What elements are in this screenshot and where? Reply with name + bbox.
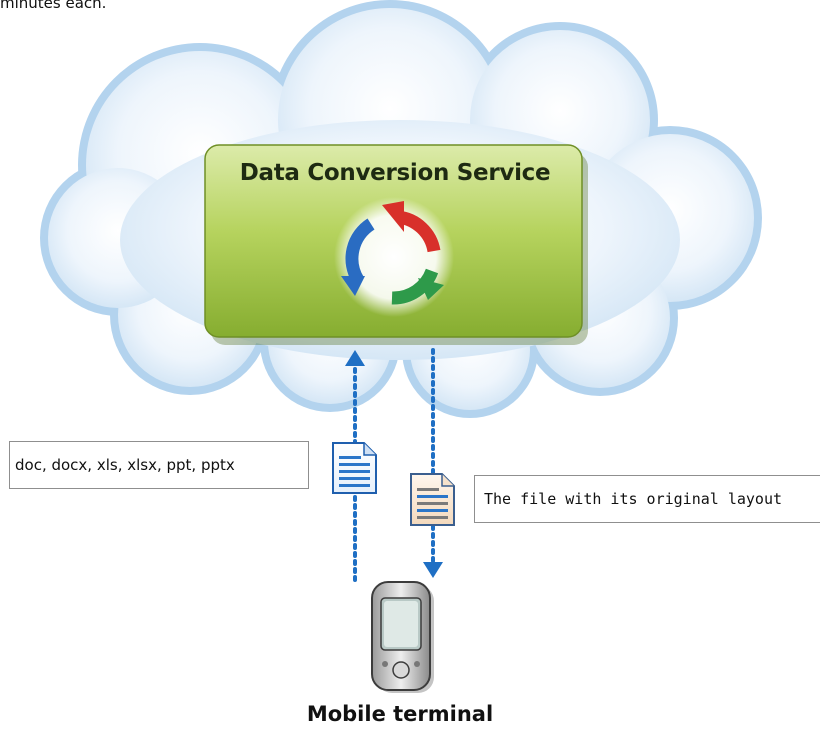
output-document-icon bbox=[410, 473, 455, 526]
input-formats-label: doc, docx, xls, xlsx, ppt, pptx bbox=[9, 441, 309, 489]
download-arrow bbox=[423, 348, 443, 578]
input-document-icon bbox=[332, 442, 377, 494]
output-file-label: The file with its original layout bbox=[474, 475, 820, 523]
mobile-terminal-label: Mobile terminal bbox=[306, 702, 494, 726]
service-title: Data Conversion Service bbox=[239, 160, 551, 186]
top-text-fragment: minutes each. bbox=[0, 0, 107, 12]
mobile-phone-icon bbox=[371, 581, 434, 693]
conversion-cycle-icon bbox=[334, 197, 454, 317]
